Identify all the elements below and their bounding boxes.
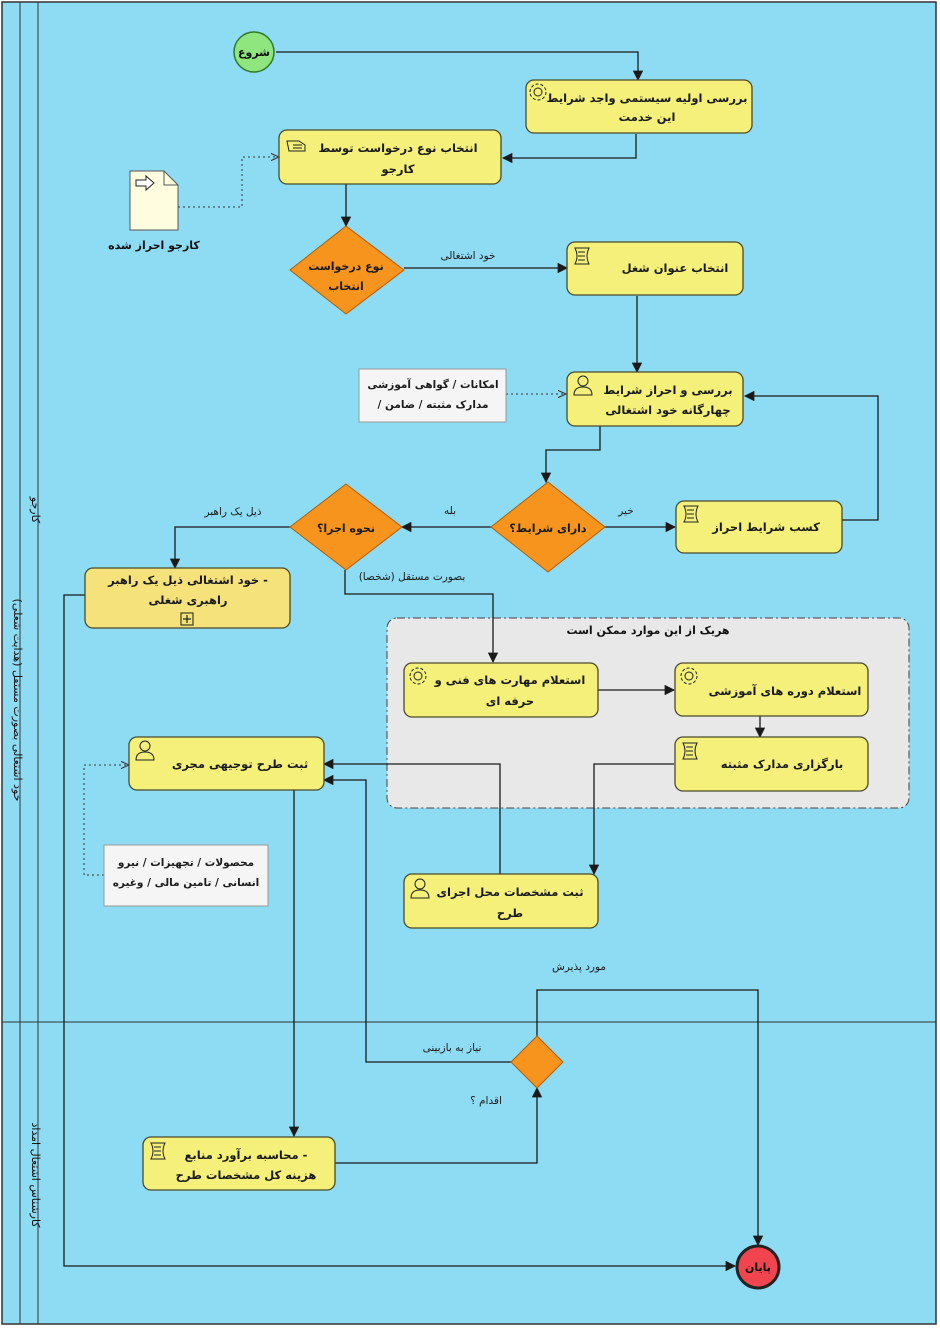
- user-icon: [573, 375, 593, 396]
- task-estimate-resources[interactable]: محاسبه برآورد منابع - هزینه کل مشخصات طرح: [142, 1136, 336, 1191]
- task-skill-l2: حرفه ای: [486, 694, 534, 708]
- task-obtain-l1: کسب شرایط احراز: [711, 520, 820, 534]
- note-assets-l1: امکانات / گواهی آموزشی: [367, 378, 498, 391]
- label-no: خیر: [617, 505, 633, 517]
- data-object: کارجو احراز شده: [108, 170, 200, 252]
- gear-icon: [529, 83, 547, 101]
- task-location-l1: ثبت مشخصات محل اجرای: [436, 885, 583, 899]
- note-products: محصولات / تجهیزات / نیرو انسانی / تامین م…: [103, 844, 269, 907]
- script-icon: [574, 247, 590, 265]
- start-label: شروع: [238, 46, 270, 59]
- gateway-method[interactable]: نحوه اجرا؟: [289, 483, 403, 571]
- task-obtain-conditions[interactable]: کسب شرایط احراز: [675, 500, 843, 554]
- task-verify-conditions[interactable]: بررسی و احراز شرایط چهارگانه خود اشتغالی: [566, 371, 744, 427]
- task-plan-l1: ثبت طرح توجیهی مجری: [172, 757, 308, 772]
- svg-text:محاسبه برآورد منابع -هزینه کل: محاسبه برآورد منابع - هزینه کل مشخصات طرح: [176, 1148, 317, 1182]
- label-accepted: مورد پذیرش: [552, 961, 606, 973]
- input-arrow-icon: [135, 174, 155, 192]
- script-icon: [682, 742, 698, 760]
- task-estimate-l2: هزینه کل مشخصات طرح: [176, 1168, 317, 1182]
- svg-text:بارگزاری مدارک مثبته: بارگزاری مدارک مثبته: [721, 757, 844, 771]
- task-select-request[interactable]: انتخاب نوع درخواست توسط کارجو: [278, 129, 502, 185]
- label-under-mentor: ذیل یک راهبر: [203, 506, 261, 518]
- svg-text:ثبت طرح توجیهی مجری: ثبت طرح توجیهی مجری: [172, 757, 308, 772]
- end-label: پایان: [745, 1261, 771, 1274]
- task-skill-l1: استعلام مهارت های فنی و: [434, 673, 586, 688]
- task-estimate-l1: محاسبه برآورد منابع -: [185, 1148, 308, 1163]
- svg-text:نحوه اجرا؟: نحوه اجرا؟: [317, 522, 375, 535]
- task-system-check-l2: این خدمت: [619, 110, 676, 124]
- task-verify-l1: بررسی و احراز شرایط: [603, 383, 732, 398]
- task-course-inquiry[interactable]: استعلام دوره های آموزشی: [674, 662, 869, 717]
- gateway-conditions-l1: دارای شرایط؟: [509, 522, 587, 535]
- label-independent: بصورت مستقل (شخصا): [359, 571, 466, 583]
- label-yes: بله: [444, 505, 456, 517]
- task-upload-documents[interactable]: بارگزاری مدارک مثبته: [674, 736, 869, 792]
- data-object-label: کارجو احراز شده: [108, 239, 200, 252]
- task-register-location[interactable]: ثبت مشخصات محل اجرای طرح: [403, 873, 599, 929]
- gateway-request-type[interactable]: نوع درخواست انتخاب: [289, 225, 405, 315]
- lane-jobseeker-label: کارجو: [29, 496, 42, 524]
- lane-expert-label: کارشناس اشتغال امداد: [29, 1122, 42, 1228]
- svg-text:امکانات / گواهی آموزشی/ مدارک: امکانات / گواهی آموزشی / مدارک مثبته / ضا…: [367, 378, 498, 411]
- task-location-l2: طرح: [497, 906, 523, 920]
- note-assets: امکانات / گواهی آموزشی / مدارک مثبته / ضا…: [358, 368, 507, 423]
- svg-text:خود اشتغالی ذیل یک راهبر -راهب: خود اشتغالی ذیل یک راهبر - راهبری شغلی: [107, 573, 268, 607]
- task-register-plan[interactable]: ثبت طرح توجیهی مجری: [128, 736, 325, 791]
- gear-icon: [409, 667, 427, 685]
- group-label: هریک از این موارد ممکن است: [566, 624, 729, 637]
- task-system-check-l1: بررسی اولیه سیستمی واجد شرایط: [547, 91, 748, 106]
- user-icon: [410, 878, 430, 899]
- task-select-request-l1: انتخاب نوع درخواست توسط: [318, 141, 477, 156]
- gateway-request-l2: انتخاب: [328, 280, 364, 293]
- task-select-request-l2: کارجو: [380, 162, 414, 177]
- task-system-check[interactable]: بررسی اولیه سیستمی واجد شرایط این خدمت: [525, 79, 753, 134]
- associations: [83, 157, 566, 876]
- note-products-l1: محصولات / تجهیزات / نیرو: [117, 857, 254, 869]
- task-upload-l1: بارگزاری مدارک مثبته: [721, 757, 844, 771]
- manual-task-icon: [286, 140, 306, 152]
- lane-jobseeker: کارجو: [29, 2, 42, 1324]
- sequence-flows: [63, 51, 879, 1272]
- gateway-review[interactable]: [510, 1035, 564, 1089]
- task-skill-inquiry[interactable]: استعلام مهارت های فنی و حرفه ای: [403, 662, 599, 718]
- lane-expert: کارشناس اشتغال امداد: [29, 1122, 42, 1228]
- task-course-l1: استعلام دوره های آموزشی: [709, 684, 862, 699]
- svg-text:دارای شرایط؟: دارای شرایط؟: [509, 522, 587, 535]
- gateway-request-l1: نوع درخواست: [308, 260, 383, 273]
- label-self-employed: خود اشتغالی: [440, 250, 495, 262]
- gateway-method-l1: نحوه اجرا؟: [317, 522, 375, 535]
- subprocess-mentor-l2: راهبری شغلی: [148, 593, 227, 607]
- pool-label: خود اشتغالی بصورت مستقل (هدایت شغلی): [11, 599, 24, 802]
- script-icon: [150, 1142, 166, 1160]
- note-assets-l2: / مدارک مثبته / ضامن: [377, 399, 488, 411]
- svg-text:استعلام دوره های آموزشی: استعلام دوره های آموزشی: [709, 684, 862, 699]
- svg-text:کسب شرایط احراز: کسب شرایط احراز: [711, 520, 820, 534]
- task-job-title-l1: انتخاب عنوان شغل: [622, 261, 729, 276]
- svg-text:انتخاب عنوان شغل: انتخاب عنوان شغل: [622, 261, 729, 276]
- label-needs-review: نیاز به بازبینی: [423, 1042, 482, 1054]
- script-icon: [683, 505, 699, 523]
- task-job-title[interactable]: انتخاب عنوان شغل: [566, 241, 744, 296]
- start-event[interactable]: شروع: [233, 31, 275, 73]
- subprocess-mentor[interactable]: خود اشتغالی ذیل یک راهبر - راهبری شغلی: [84, 567, 291, 629]
- label-action: اقدام ؟: [470, 1095, 502, 1107]
- expand-icon[interactable]: [180, 612, 194, 626]
- end-event[interactable]: پایان: [735, 1244, 781, 1290]
- note-products-l2: انسانی / تامین مالی / وغیره: [113, 877, 260, 889]
- task-verify-l2: چهارگانه خود اشتغالی: [605, 403, 730, 418]
- user-icon: [135, 740, 155, 761]
- subprocess-mentor-l1: خود اشتغالی ذیل یک راهبر -: [107, 573, 268, 588]
- flow-labels: خود اشتغالی بله خیر ذیل یک راهبر بصورت م…: [203, 250, 633, 1107]
- gear-icon: [680, 667, 698, 685]
- gateway-has-conditions[interactable]: دارای شرایط؟: [490, 481, 606, 573]
